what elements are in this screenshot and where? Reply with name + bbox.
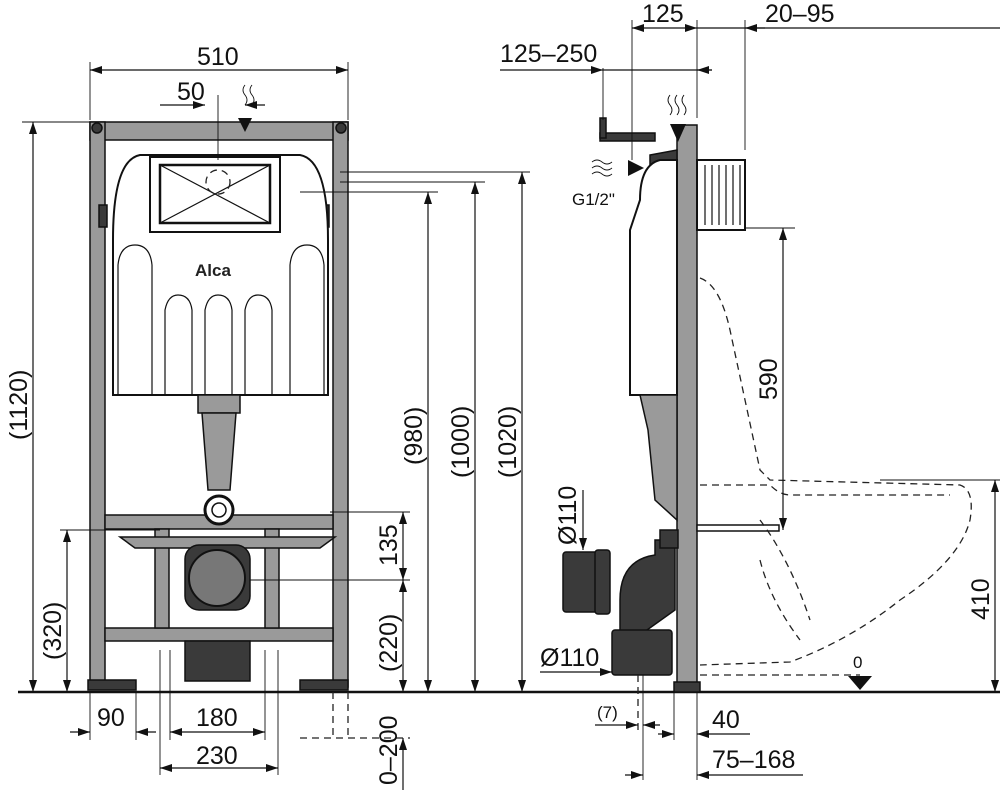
dim-40: 40 xyxy=(712,706,740,734)
dim-320: (320) xyxy=(39,602,67,660)
toilet-bowl-outline xyxy=(699,277,972,676)
dim-flush-offset: 50 xyxy=(177,78,205,106)
dim-125-250: 125–250 xyxy=(500,40,597,68)
dim-1000: (1000) xyxy=(447,406,475,478)
dim-1020: (1020) xyxy=(494,406,522,478)
dim-20-95: 20–95 xyxy=(765,0,835,28)
label-floor-zero: 0 xyxy=(853,653,862,672)
label-g1-2: G1/2" xyxy=(572,190,615,209)
dim-180: 180 xyxy=(196,704,238,732)
side-dimensions: 125 20–95 125–250 G1/2" 590 Ø110 Ø110 41… xyxy=(500,0,1000,780)
dim-d110-upper: Ø110 xyxy=(554,486,582,545)
dim-135: 135 xyxy=(375,524,403,566)
dim-d110-lower: Ø110 xyxy=(540,644,599,672)
dim-90: 90 xyxy=(97,704,125,732)
dim-7: (7) xyxy=(597,703,618,722)
side-frame xyxy=(599,117,780,693)
dim-230: 230 xyxy=(196,742,238,770)
front-dimensions: 510 50 (1120) (980) (1000) (1020) 135 (2… xyxy=(5,43,530,790)
dim-980: (980) xyxy=(400,407,428,465)
flush-pipe xyxy=(117,394,338,611)
dim-220: (220) xyxy=(375,614,403,672)
dim-590: 590 xyxy=(755,358,783,400)
dim-125: 125 xyxy=(642,0,684,28)
brand-logo: Alca xyxy=(195,261,231,280)
dim-75-168: 75–168 xyxy=(712,746,795,774)
dim-total-height: (1120) xyxy=(5,370,33,440)
dim-width: 510 xyxy=(197,43,239,71)
dim-0-200: 0–200 xyxy=(375,715,403,785)
dim-410: 410 xyxy=(967,578,995,620)
front-frame xyxy=(87,121,349,691)
drain-elbow xyxy=(562,529,679,676)
cistern-tank: Alca xyxy=(112,154,329,396)
